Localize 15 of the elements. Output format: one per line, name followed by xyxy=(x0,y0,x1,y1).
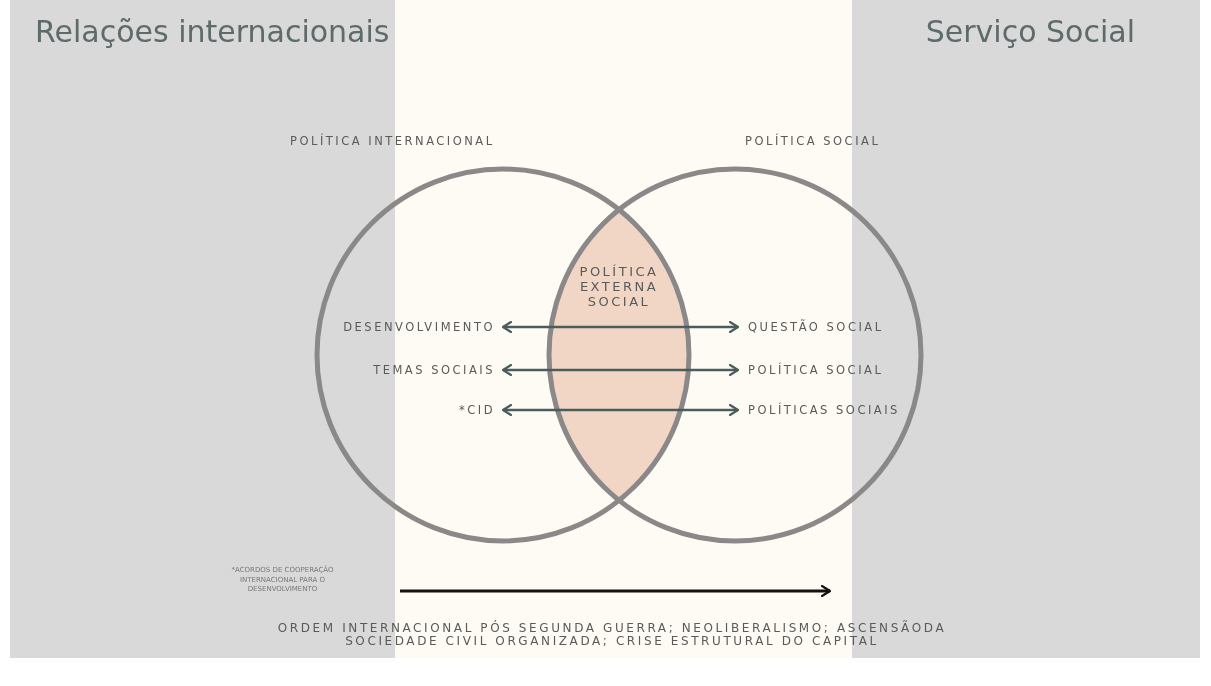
intersection-label: POLÍTICA EXTERNA SOCIAL xyxy=(567,264,671,309)
circle-heading: POLÍTICA INTERNACIONAL xyxy=(290,133,495,149)
topic-label: *CID xyxy=(458,402,495,418)
double-arrow xyxy=(501,320,740,334)
topic-label: QUESTÃO SOCIAL xyxy=(748,319,884,335)
panel-title: Serviço Social xyxy=(925,14,1135,49)
topic-label: DESENVOLVIMENTO xyxy=(343,319,495,335)
double-arrow xyxy=(501,363,740,377)
timeline-caption: ORDEM INTERNACIONAL PÓS SEGUNDA GUERRA; NEOLIBERALISMO; ASCENSÃODA SOCIEDADE CIVIL ORGANIZADA; CRISE ESTRUTURAL DO CAPITAL xyxy=(276,622,948,648)
topic-label: POLÍTICAS SOCIAIS xyxy=(748,402,900,418)
topic-label: TEMAS SOCIAIS xyxy=(373,362,495,378)
circle-heading: POLÍTICA SOCIAL xyxy=(745,133,881,149)
panel-title: Relações internacionais xyxy=(35,14,390,49)
topic-label: POLÍTICA SOCIAL xyxy=(748,362,884,378)
double-arrow xyxy=(501,403,740,417)
